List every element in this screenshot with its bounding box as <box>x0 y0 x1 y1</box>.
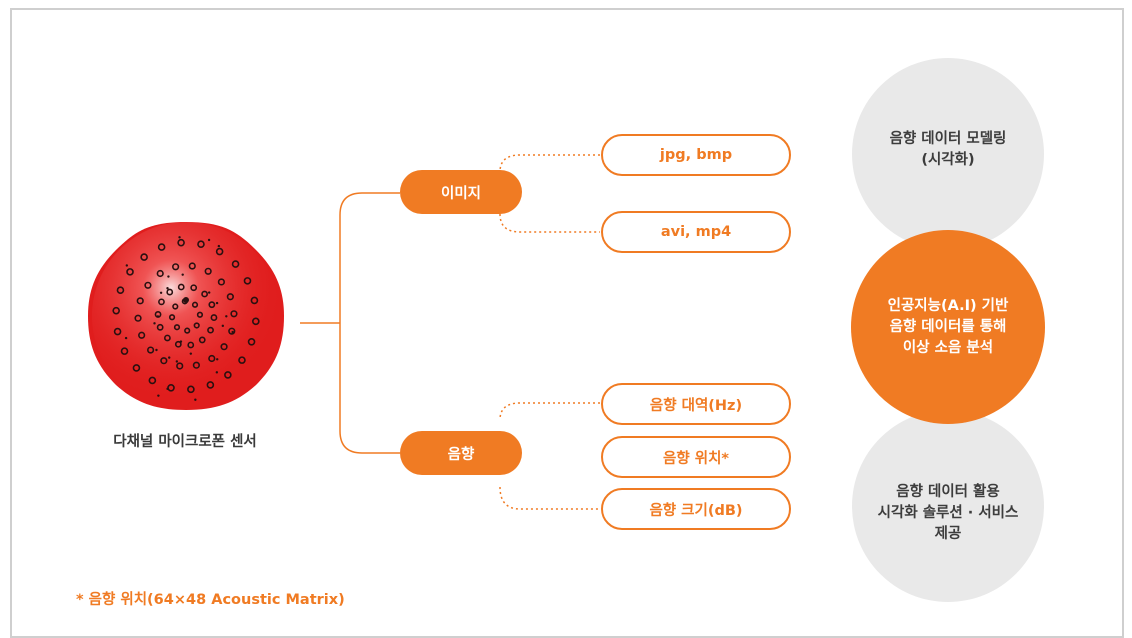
footnote: * 음향 위치(64×48 Acoustic Matrix) <box>76 588 345 609</box>
circle-modeling: 음향 데이터 모델링 (시각화) <box>852 58 1044 250</box>
format-pill-image-still: jpg, bmp <box>601 134 791 176</box>
sensor-label: 다채널 마이크로폰 센서 <box>60 430 310 451</box>
circle-utilization: 음향 데이터 활용 시각화 솔루션 · 서비스 제공 <box>852 410 1044 602</box>
category-sound: 음향 <box>400 431 522 475</box>
sound-pill-volume: 음향 크기(dB) <box>601 488 791 530</box>
circle-ai-analysis: 인공지능(A.I) 기반 음향 데이터를 통해 이상 소음 분석 <box>851 230 1045 424</box>
circle-ai-analysis-text: 인공지능(A.I) 기반 음향 데이터를 통해 이상 소음 분석 <box>888 296 1009 359</box>
circle-utilization-text: 음향 데이터 활용 시각화 솔루션 · 서비스 제공 <box>878 482 1019 545</box>
microphone-array-icon <box>86 220 286 412</box>
category-image: 이미지 <box>400 170 522 214</box>
format-pill-video: avi, mp4 <box>601 211 791 253</box>
sound-pill-position: 음향 위치* <box>601 436 791 478</box>
circle-modeling-text: 음향 데이터 모델링 (시각화) <box>890 129 1007 171</box>
sound-pill-band: 음향 대역(Hz) <box>601 383 791 425</box>
